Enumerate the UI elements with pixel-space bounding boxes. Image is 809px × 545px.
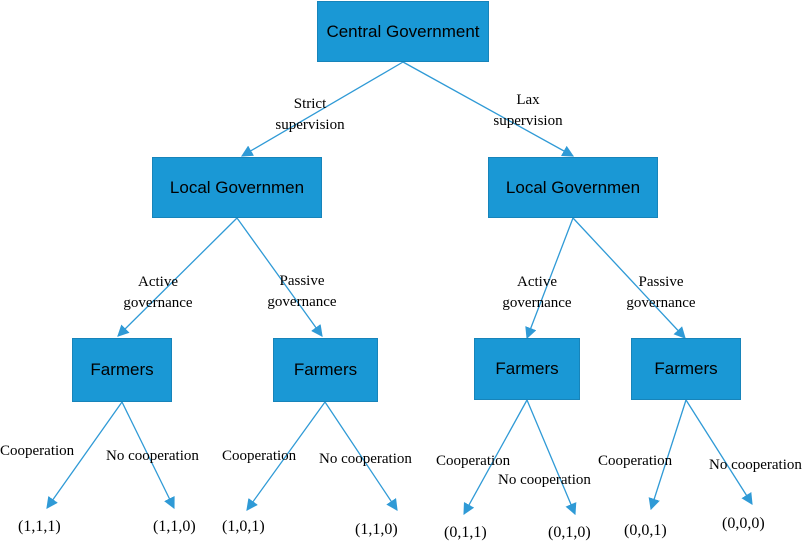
no-cooperation-label-3: No cooperation xyxy=(498,472,591,488)
farmers-node-3: Farmers xyxy=(474,338,580,400)
passive-left-line2: governance xyxy=(267,294,337,310)
edge-passive-left xyxy=(236,217,323,337)
strict-label-line1: Strict xyxy=(293,96,327,112)
local-government-right-node: Local Governmen xyxy=(488,157,658,218)
outcome-1: (1,1,1) xyxy=(18,518,61,535)
passive-governance-right-label: Passive governance xyxy=(613,272,709,314)
edge-active-left xyxy=(117,217,238,337)
edge-lax-supervision xyxy=(402,61,575,157)
no-cooperation-label-1: No cooperation xyxy=(106,448,199,464)
edge-coop-4 xyxy=(648,399,687,511)
edge-strict-supervision xyxy=(240,61,404,157)
active-left-line1: Active xyxy=(138,274,178,290)
outcome-5: (0,1,1) xyxy=(444,524,487,541)
active-right-line1: Active xyxy=(517,274,557,290)
farmers-node-4: Farmers xyxy=(631,338,741,400)
active-left-line2: governance xyxy=(123,295,193,311)
farmers-node-1: Farmers xyxy=(72,338,172,402)
active-governance-right-label: Active governance xyxy=(489,272,585,314)
cooperation-label-1: Cooperation xyxy=(0,443,75,459)
edge-coop-3 xyxy=(463,399,528,516)
strict-label-line2: supervision xyxy=(275,117,345,133)
cooperation-label-4: Cooperation xyxy=(598,453,673,469)
outcome-7: (0,0,1) xyxy=(624,522,667,539)
passive-governance-left-label: Passive governance xyxy=(254,271,350,313)
edge-coop-2 xyxy=(246,401,326,511)
lax-supervision-label: Lax supervision xyxy=(488,90,568,132)
edge-coop-1 xyxy=(46,401,123,509)
outcome-6: (0,1,0) xyxy=(548,524,591,541)
active-right-line2: governance xyxy=(502,295,572,311)
cooperation-label-3: Cooperation xyxy=(436,453,511,469)
edge-nocoop-2 xyxy=(324,401,398,511)
local-government-left-node: Local Governmen xyxy=(152,157,322,218)
outcome-2: (1,1,0) xyxy=(153,518,196,535)
lax-label-line2: supervision xyxy=(493,113,563,129)
active-governance-left-label: Active governance xyxy=(110,272,206,314)
edge-nocoop-4 xyxy=(685,399,753,505)
outcome-8: (0,0,0) xyxy=(722,515,765,532)
edge-nocoop-3 xyxy=(526,399,577,516)
lax-label-line1: Lax xyxy=(516,92,540,108)
edge-passive-right xyxy=(572,217,686,339)
cooperation-label-2: Cooperation xyxy=(222,448,297,464)
outcome-4: (1,1,0) xyxy=(355,521,398,538)
no-cooperation-label-2: No cooperation xyxy=(319,451,412,467)
farmers-node-2: Farmers xyxy=(273,338,378,402)
edge-active-right xyxy=(525,217,574,340)
strict-supervision-label: Strict supervision xyxy=(270,94,350,136)
outcome-3: (1,0,1) xyxy=(222,518,265,535)
edge-nocoop-1 xyxy=(121,401,175,510)
no-cooperation-label-4: No cooperation xyxy=(709,457,802,473)
central-government-node: Central Government xyxy=(317,1,489,62)
passive-left-line1: Passive xyxy=(279,273,325,289)
passive-right-line2: governance xyxy=(626,295,696,311)
passive-right-line1: Passive xyxy=(638,274,684,290)
